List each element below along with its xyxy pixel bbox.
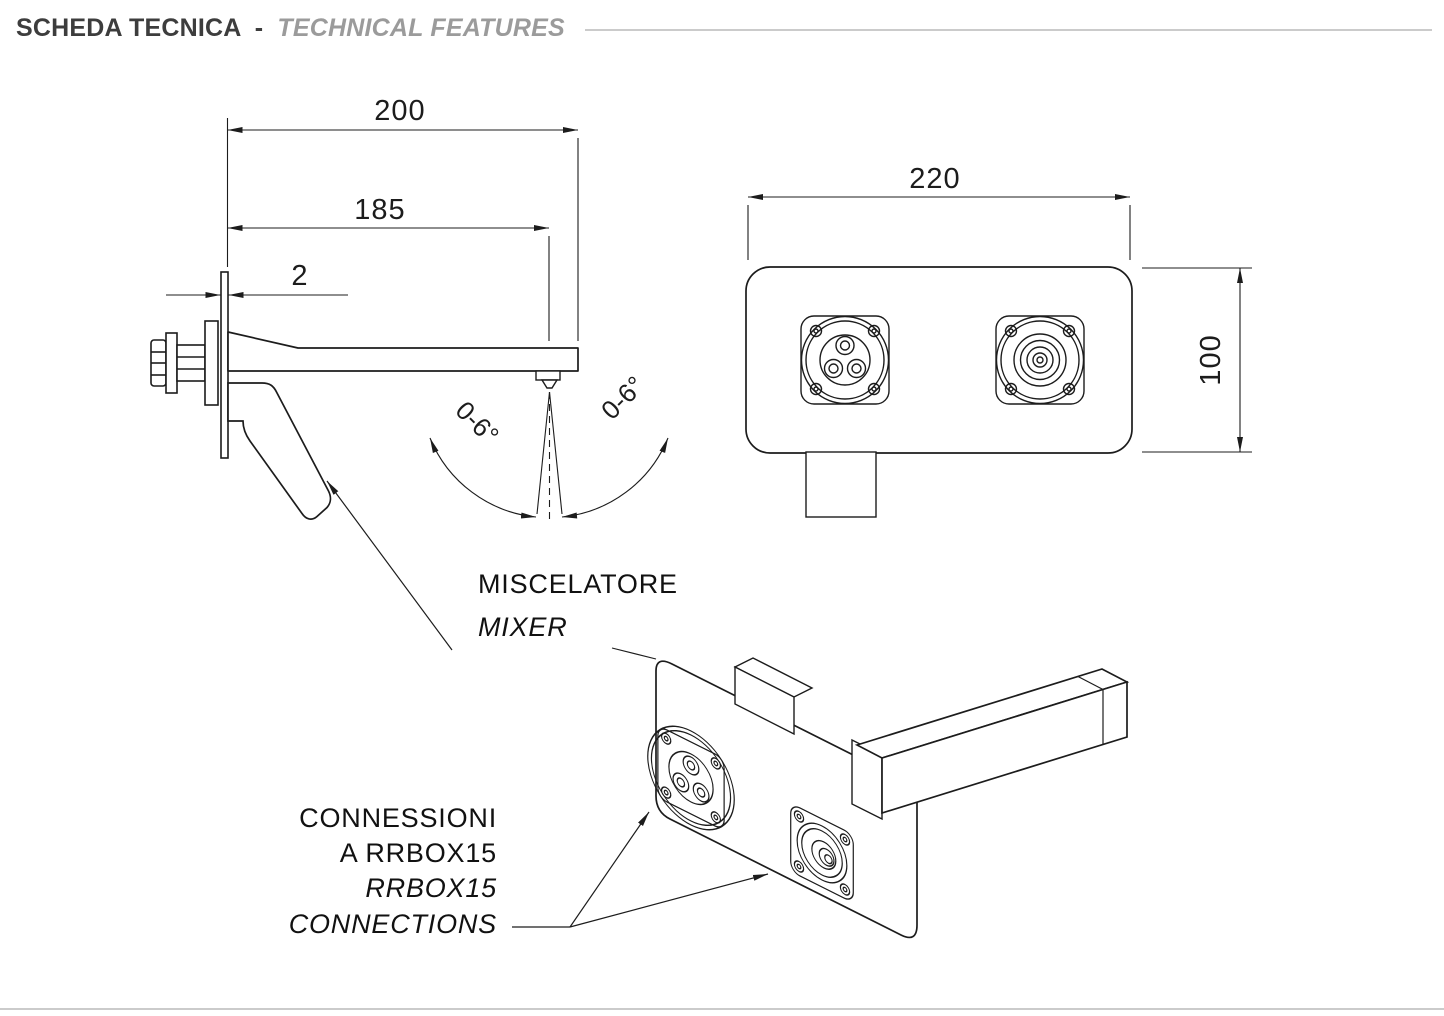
- angle-ray-left: [536, 391, 551, 515]
- header: SCHEDA TECNICA - TECHNICAL FEATURES: [16, 14, 1432, 43]
- wall-plate: [220, 271, 229, 459]
- bolt-hole: [1004, 382, 1018, 396]
- angle-ray-right: [548, 391, 563, 515]
- dimension-220: [747, 194, 1131, 260]
- front-left-connection: [800, 315, 890, 405]
- aerator: [535, 370, 561, 381]
- header-rule: [584, 29, 1432, 31]
- valve-washer: [165, 332, 178, 394]
- valve-body: [150, 320, 219, 406]
- page-title: SCHEDA TECNICA - TECHNICAL FEATURES: [16, 14, 565, 43]
- port: [682, 755, 700, 776]
- mounting-plate: [745, 266, 1133, 454]
- aerator-tip: [540, 379, 559, 389]
- stem: [811, 839, 837, 870]
- iso-plate-corner-line: [611, 647, 657, 660]
- bolt-hole: [1062, 382, 1076, 396]
- front-right-connection: [995, 315, 1085, 405]
- iso-left-connection: [647, 725, 735, 831]
- bolt-hole: [793, 860, 805, 873]
- title-italian: SCHEDA TECNICA: [16, 14, 241, 42]
- connections-leader-right: [569, 873, 769, 928]
- connections-text: CONNESSIONI A RRBOX15 RRBOX15 CONNECTION…: [289, 803, 497, 939]
- connections-label-english-1: RRBOX15: [365, 873, 497, 903]
- bolt-hole: [839, 883, 851, 896]
- dim-220-label: 220: [909, 163, 960, 195]
- bolt-hole: [809, 382, 823, 396]
- front-view: [745, 194, 1252, 518]
- dimension-200: [226, 118, 579, 341]
- port: [846, 358, 867, 379]
- dimension-185: [227, 225, 550, 341]
- iso-spout-tip-seam-top: [1077, 675, 1104, 691]
- dim-2-label: 2: [291, 260, 308, 292]
- bolt-hole: [809, 324, 823, 338]
- mixer-leader-line: [326, 480, 453, 651]
- bolt-hole: [660, 732, 672, 745]
- port: [672, 772, 690, 793]
- title-separator: -: [254, 14, 264, 42]
- bolt-hole: [1004, 324, 1018, 338]
- dim-185-label: 185: [354, 194, 405, 226]
- iso-right-flange: [790, 806, 854, 900]
- bolt-hole: [660, 786, 672, 799]
- connections-label-english-2: CONNECTIONS: [289, 909, 497, 939]
- iso-mounting-plate: [655, 660, 918, 939]
- iso-bracket-front-face: [734, 665, 795, 736]
- angle-arc-right: [561, 437, 669, 519]
- dimension-100: [1142, 267, 1252, 453]
- iso-view: [611, 647, 1130, 939]
- left-flange-ring: [800, 315, 890, 405]
- valve-pipe: [176, 344, 206, 382]
- bolt-hole: [839, 833, 851, 846]
- iso-left-flange: [657, 728, 725, 828]
- angle-left-label: 0-6°: [450, 395, 505, 450]
- port: [692, 782, 710, 803]
- bolt-hole: [793, 810, 805, 823]
- mixer-handle: [227, 382, 332, 520]
- dim-100-label: 100: [1195, 334, 1227, 385]
- port: [835, 335, 855, 356]
- front-view-text: 220 100: [909, 163, 1227, 386]
- iso-right-connection: [790, 806, 854, 900]
- connections-label-italian-1: CONNESSIONI: [299, 803, 497, 833]
- mounting-bracket: [805, 451, 877, 518]
- escutcheon: [204, 320, 219, 406]
- bolt-hole: [867, 324, 881, 338]
- connections-label-italian-2: A RRBOX15: [340, 838, 497, 868]
- recess-ring: [647, 725, 735, 831]
- bolt-hole: [1062, 324, 1076, 338]
- bolt-hole: [867, 382, 881, 396]
- bottom-rule: [0, 1008, 1444, 1010]
- connections-leader: [512, 811, 769, 928]
- title-english: TECHNICAL FEATURES: [277, 14, 565, 42]
- spray-angle-indicator: [429, 391, 669, 524]
- mixer-label-english: MIXER: [478, 612, 568, 642]
- iso-spout-front-face: [881, 680, 1128, 815]
- spout-profile: [227, 331, 579, 372]
- port: [823, 358, 844, 379]
- mixer-label-italian: MISCELATORE: [478, 569, 678, 599]
- dim-200-label: 200: [374, 95, 425, 127]
- cartridge-ring: [796, 822, 848, 884]
- right-flange-ring: [995, 315, 1085, 405]
- side-view: [150, 118, 669, 524]
- connections-leader-left: [569, 811, 650, 928]
- angle-right-label: 0-6°: [595, 370, 650, 425]
- bolt-hole: [710, 757, 722, 770]
- angle-arc-left: [429, 437, 537, 519]
- bolt-hole: [710, 811, 722, 824]
